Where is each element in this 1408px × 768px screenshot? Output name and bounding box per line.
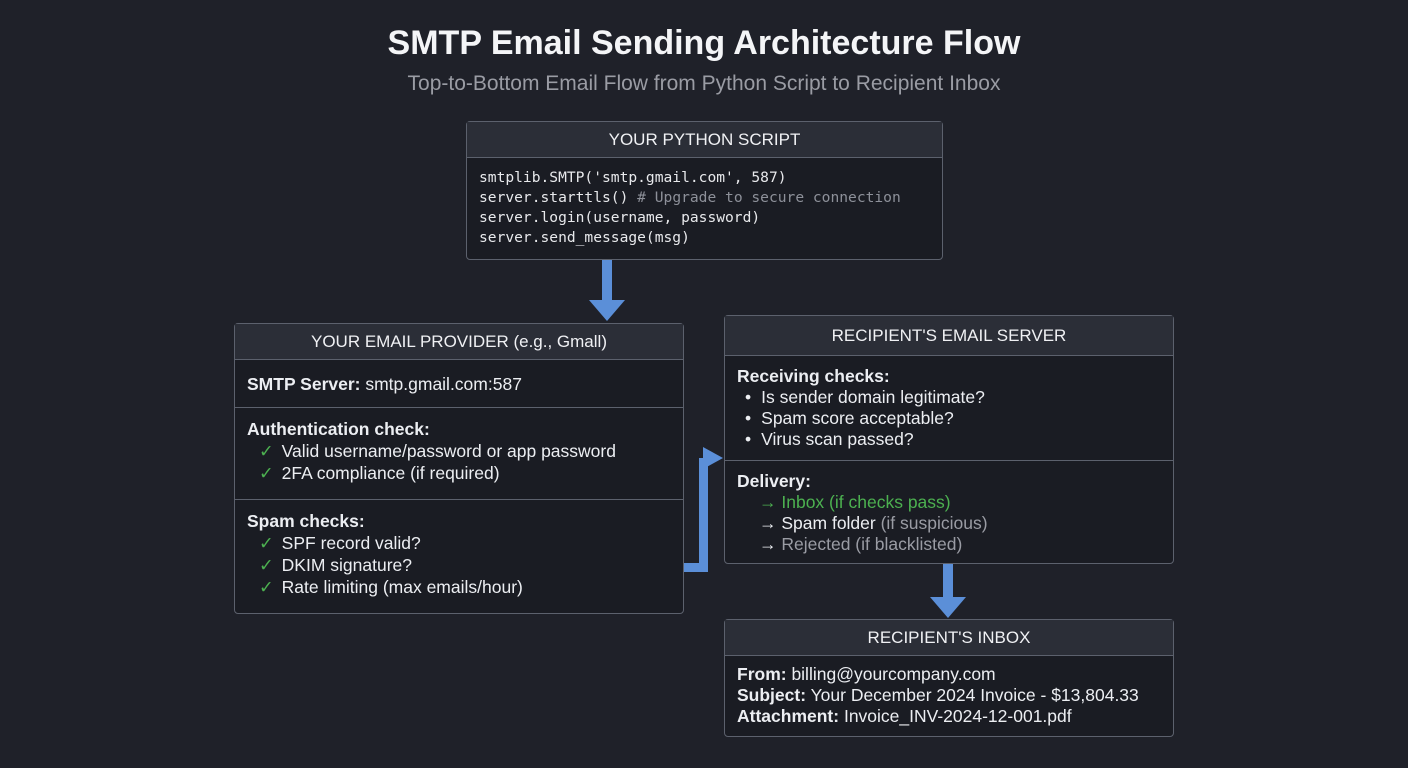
spam-checks-section: Spam checks: ✓SPF record valid? ✓DKIM si… [235,500,683,608]
list-item: ✓DKIM signature? [259,555,413,575]
arrow-right-icon: → [759,492,777,512]
code-comment: # Upgrade to secure connection [637,189,901,206]
delivery-option-rejected: → Rejected (if blacklisted) [759,534,963,554]
list-item: ✓Valid username/password or app password [259,441,616,461]
arrow-server-to-inbox-head [930,597,966,618]
list-item: ✓SPF record valid? [259,533,421,553]
check-icon: ✓ [259,441,274,461]
receiving-checks-section: Receiving checks: Is sender domain legit… [725,356,1173,461]
arrow-script-to-provider-head [589,300,625,321]
list-item: Spam score acceptable? [737,408,1161,429]
attachment-line: Attachment: Invoice_INV-2024-12-001.pdf [737,706,1072,726]
delivery-section: Delivery: → Inbox (if checks pass) → Spa… [725,461,1173,565]
email-provider-box: YOUR EMAIL PROVIDER (e.g., Gmall) SMTP S… [234,323,684,614]
smtp-server-section: SMTP Server: smtp.gmail.com:587 [235,360,683,408]
check-icon: ✓ [259,577,274,597]
delivery-option-spam: → Spam folder (if suspicious) [759,513,988,533]
list-item: Virus scan passed? [737,429,1161,450]
python-script-box: YOUR PYTHON SCRIPT smtplib.SMTP('smtp.gm… [466,121,943,260]
list-item: ✓Rate limiting (max emails/hour) [259,577,523,597]
section-title: Delivery: [737,471,811,491]
authentication-section: Authentication check: ✓Valid username/pa… [235,408,683,500]
list-item: ✓2FA compliance (if required) [259,463,500,483]
arrow-server-to-inbox [943,563,953,599]
recipient-server-header: RECIPIENT'S EMAIL SERVER [725,316,1173,356]
email-provider-header: YOUR EMAIL PROVIDER (e.g., Gmall) [235,324,683,360]
list-item: Is sender domain legitimate? [737,387,1161,408]
code-line: server.starttls() # Upgrade to secure co… [479,189,901,206]
section-title: Authentication check: [247,419,430,439]
recipient-server-box: RECIPIENT'S EMAIL SERVER Receiving check… [724,315,1174,564]
code-line: smtplib.SMTP('smtp.gmail.com', 587) [479,169,787,186]
code-block: smtplib.SMTP('smtp.gmail.com', 587) serve… [467,158,942,258]
delivery-option-inbox: → Inbox (if checks pass) [759,492,951,512]
recipient-inbox-box: RECIPIENT'S INBOX From: billing@yourcomp… [724,619,1174,737]
check-icon: ✓ [259,555,274,575]
arrow-script-to-provider [602,259,612,303]
recipient-inbox-header: RECIPIENT'S INBOX [725,620,1173,656]
section-title: Receiving checks: [737,366,890,386]
code-line: server.login(username, password) [479,209,761,226]
python-script-header: YOUR PYTHON SCRIPT [467,122,942,158]
arrow-right-icon: → [759,534,777,554]
code-line: server.send_message(msg) [479,229,690,246]
diagram-subtitle: Top-to-Bottom Email Flow from Python Scr… [407,72,1001,95]
arrow-provider-to-server-head [703,447,723,469]
arrow-right-icon: → [759,513,777,533]
check-icon: ✓ [259,463,274,483]
section-title: Spam checks: [247,511,365,531]
check-icon: ✓ [259,533,274,553]
from-line: From: billing@yourcompany.com [737,664,996,684]
diagram-title: SMTP Email Sending Architecture Flow [387,24,1021,62]
subject-line: Subject: Your December 2024 Invoice - $1… [737,685,1139,705]
email-details: From: billing@yourcompany.com Subject: Y… [725,656,1173,737]
